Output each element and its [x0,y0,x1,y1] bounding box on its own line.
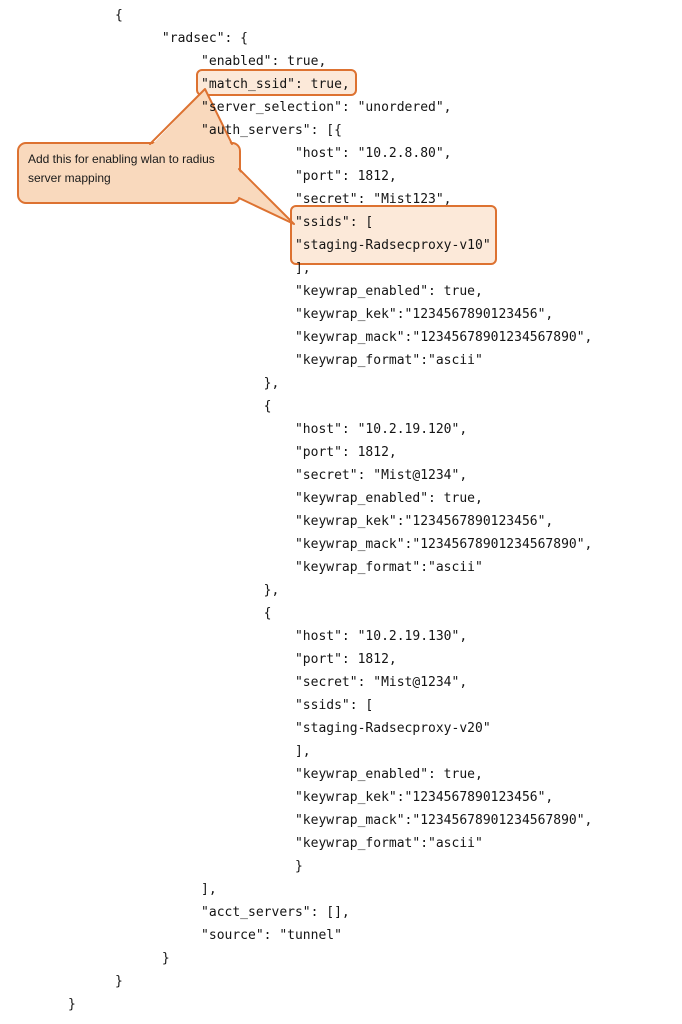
code-line: "source": "tunnel" [68,928,342,943]
code-line: "keywrap_mack":"12345678901234567890", [68,330,593,345]
code-line: "keywrap_mack":"12345678901234567890", [68,537,593,552]
code-line: "keywrap_format":"ascii" [68,560,483,575]
code-line: "radsec": { [68,31,249,46]
code-line: } [68,951,170,966]
code-line: "keywrap_enabled": true, [68,767,483,782]
code-line: "secret": "Mist123", [68,192,452,207]
code-line: "keywrap_format":"ascii" [68,836,483,851]
code-line: "keywrap_enabled": true, [68,284,483,299]
code-line: "staging-Radsecproxy-v10" [68,238,491,253]
code-line: "secret": "Mist@1234", [68,675,468,690]
code-line: "staging-Radsecproxy-v20" [68,721,491,736]
code-line: "ssids": [ [68,215,374,230]
callout-text: Add this for enabling wlan to radius ser… [28,152,215,185]
code-line: "port": 1812, [68,169,397,184]
code-line: { [68,399,272,414]
code-line: } [68,859,303,874]
code-line: } [68,997,76,1012]
code-line: "enabled": true, [68,54,327,69]
code-line: "acct_servers": [], [68,905,350,920]
code-line: }, [68,376,280,391]
code-line: "match_ssid": true, [68,77,350,92]
code-line: { [68,606,272,621]
code-line: ], [68,882,217,897]
code-line: "auth_servers": [{ [68,123,342,138]
code-line: "host": "10.2.19.130", [68,629,468,644]
code-line: "keywrap_mack":"12345678901234567890", [68,813,593,828]
code-line: "keywrap_enabled": true, [68,491,483,506]
code-line: "keywrap_kek":"1234567890123456", [68,307,554,322]
code-line: ], [68,261,311,276]
code-line: "secret": "Mist@1234", [68,468,468,483]
code-line: ], [68,744,311,759]
code-line: "keywrap_kek":"1234567890123456", [68,514,554,529]
code-line: "port": 1812, [68,652,397,667]
code-line: { [68,8,123,23]
code-line: "port": 1812, [68,445,397,460]
highlight-ssids [290,205,497,265]
code-line: "server_selection": "unordered", [68,100,452,115]
code-line: } [68,974,123,989]
code-line: "keywrap_format":"ascii" [68,353,483,368]
code-line: "ssids": [ [68,698,374,713]
code-line: }, [68,583,280,598]
code-line: "host": "10.2.19.120", [68,422,468,437]
code-line: "keywrap_kek":"1234567890123456", [68,790,554,805]
code-line: "host": "10.2.8.80", [68,146,452,161]
